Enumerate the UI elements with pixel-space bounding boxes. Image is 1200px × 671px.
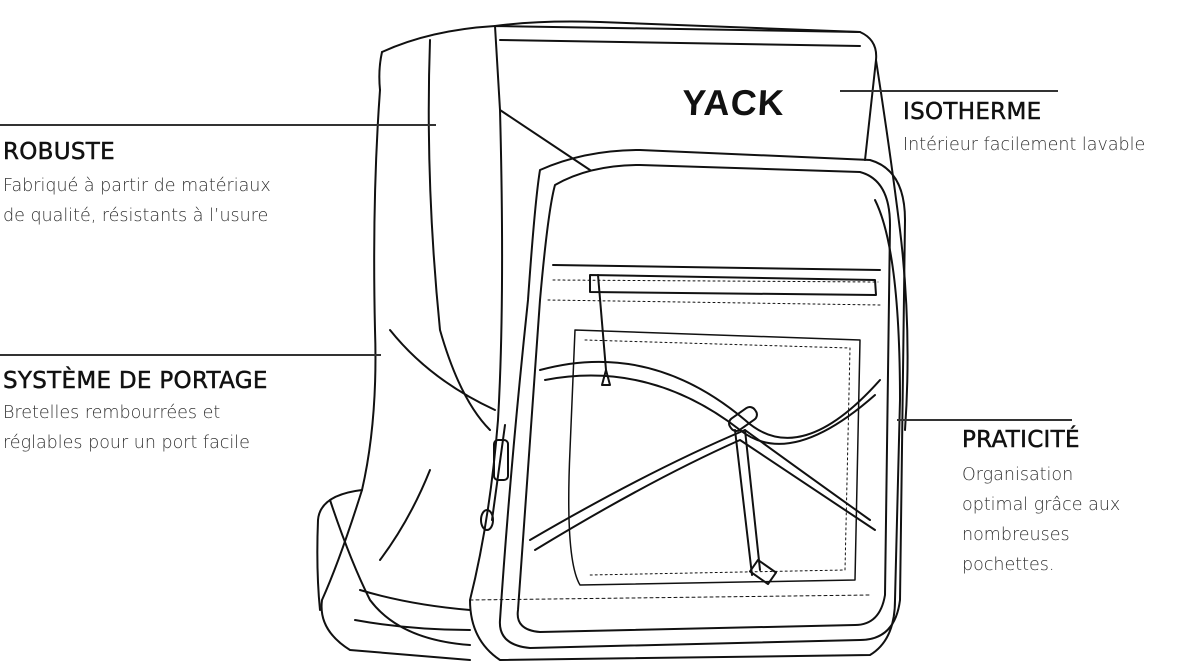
feature-title-praticite: PRATICITÉ	[962, 427, 1080, 454]
feature-desc-portage-line1: Bretelles rembourrées et	[3, 403, 221, 423]
callout-line-portage	[0, 354, 381, 356]
callout-line-robuste	[0, 124, 436, 126]
callout-line-isotherme	[840, 90, 1058, 92]
feature-title-robuste: ROBUSTE	[3, 139, 115, 166]
callout-line-praticite	[897, 419, 1072, 421]
feature-desc-robuste-line2: de qualité, résistants à l’usure	[3, 206, 269, 226]
feature-title-portage: SYSTÈME DE PORTAGE	[3, 368, 268, 395]
brand-logo: YACK	[680, 82, 786, 123]
feature-title-isotherme: ISOTHERME	[903, 99, 1042, 126]
feature-desc-isotherme-line1: Intérieur facilement lavable	[903, 135, 1146, 155]
feature-desc-praticite-line1: Organisation	[962, 465, 1074, 485]
feature-desc-praticite-line4: pochettes.	[962, 555, 1055, 575]
feature-desc-robuste-line1: Fabriqué à partir de matériaux	[3, 176, 271, 196]
feature-desc-portage-line2: réglables pour un port facile	[3, 433, 250, 453]
feature-desc-praticite-line3: nombreuses	[962, 525, 1070, 545]
feature-desc-praticite-line2: optimal grâce aux	[962, 495, 1121, 515]
